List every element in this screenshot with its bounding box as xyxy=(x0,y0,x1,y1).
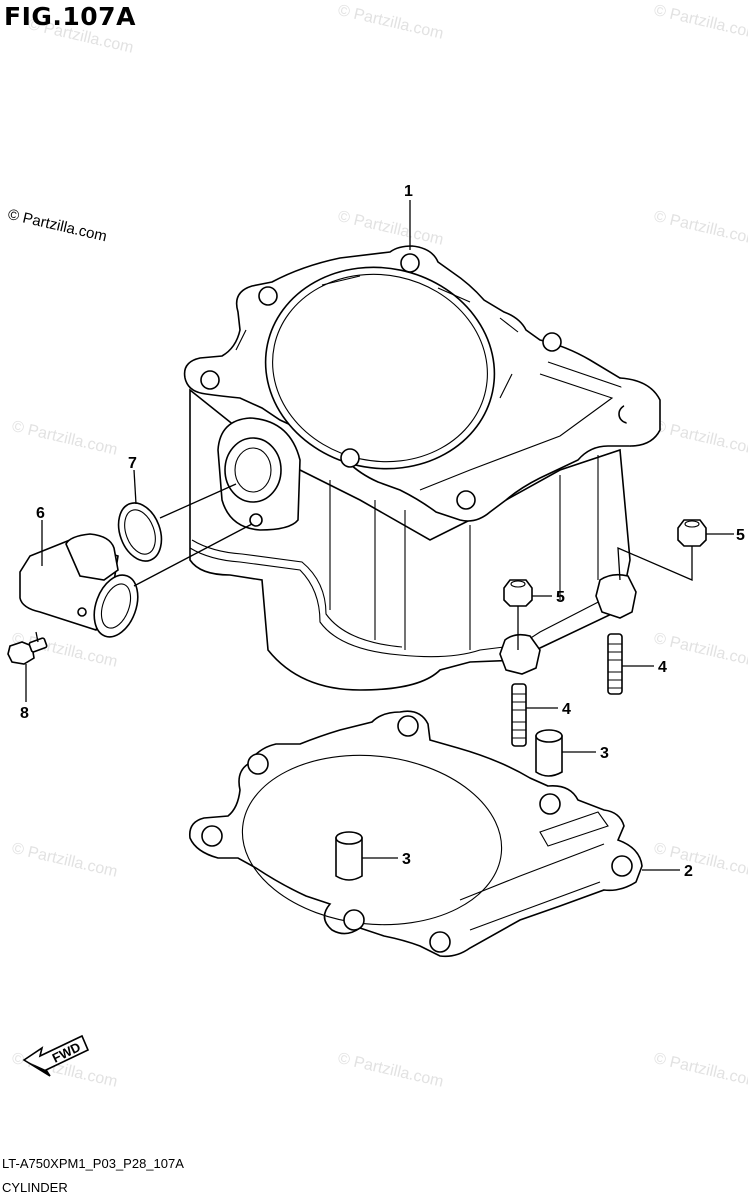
callout-5: 5 xyxy=(556,589,565,606)
callout-3: 3 xyxy=(402,851,411,868)
assembly-guide-lines xyxy=(35,483,693,650)
fwd-label: FWD xyxy=(50,1039,83,1065)
callout-5: 5 xyxy=(736,527,745,544)
callout-leaders xyxy=(25,200,734,871)
fwd-arrow-icon: FWD xyxy=(22,1034,90,1077)
water-inlet-pipe[interactable] xyxy=(19,533,146,643)
callout-6: 6 xyxy=(36,505,45,522)
cylinder-nut[interactable] xyxy=(503,579,533,607)
cylinder-base-gasket[interactable] xyxy=(188,710,643,958)
dowel-pin[interactable] xyxy=(335,831,363,881)
pipe-bolt[interactable] xyxy=(7,637,48,665)
callout-4: 4 xyxy=(562,701,571,718)
callout-8: 8 xyxy=(20,705,29,722)
diagram-name: CYLINDER xyxy=(2,1180,68,1195)
o-ring[interactable] xyxy=(111,497,169,567)
dowel-pin[interactable] xyxy=(535,729,563,777)
diagram-code: LT-A750XPM1_P03_P28_107A xyxy=(2,1156,184,1171)
stud-bolt[interactable] xyxy=(511,683,527,747)
callout-7: 7 xyxy=(128,455,137,472)
callout-1: 1 xyxy=(404,183,413,200)
cylinder-nut[interactable] xyxy=(677,519,707,547)
callout-4: 4 xyxy=(658,659,667,676)
figure-title: FIG.107A xyxy=(4,2,136,31)
cylinder-part[interactable] xyxy=(183,245,661,691)
stud-bolt[interactable] xyxy=(607,633,623,695)
callout-3: 3 xyxy=(600,745,609,762)
callout-2: 2 xyxy=(684,863,693,880)
